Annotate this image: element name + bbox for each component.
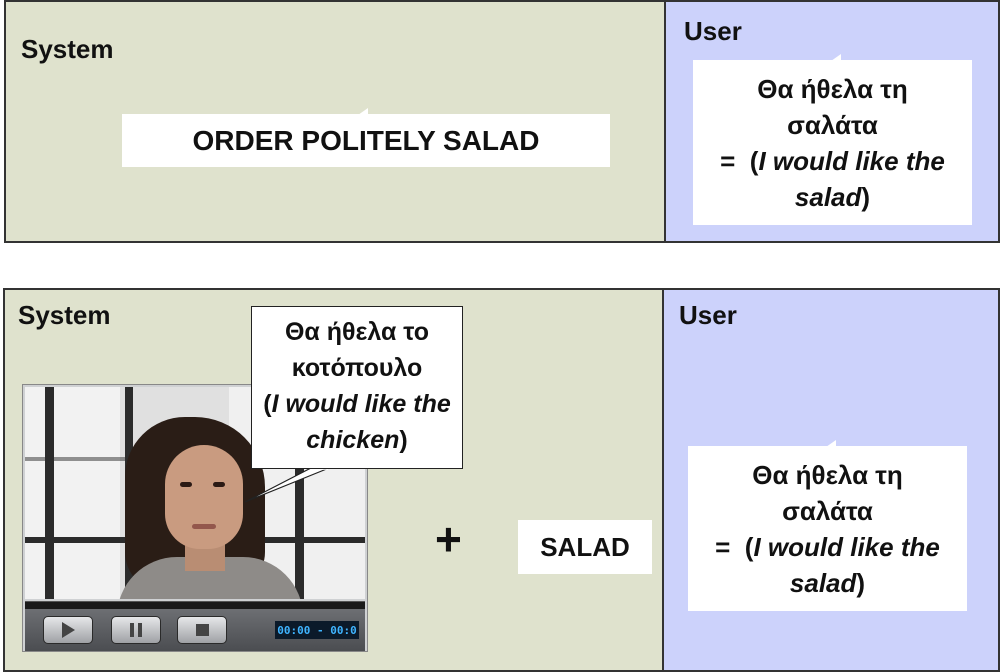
open-paren: ( [744, 531, 754, 562]
user-translation: I would like the salad [753, 531, 940, 598]
stop-button[interactable] [177, 616, 227, 644]
pause-button[interactable] [111, 616, 161, 644]
system-heading: System [18, 300, 111, 330]
stop-icon [195, 624, 209, 636]
close-paren: ) [861, 181, 871, 212]
speech-bubble: Θα ήθελα το κοτόπουλο (I would like the … [251, 306, 463, 469]
speech-translation: I would like the chicken [271, 390, 451, 454]
user-greek-text: Θα ήθελα τη σαλάτα [752, 459, 903, 526]
system-heading: System [21, 34, 114, 64]
user-translation: I would like the salad [758, 145, 945, 212]
close-paren: ) [856, 567, 866, 598]
system-section: System ORDER POLITELY SALAD [6, 2, 666, 241]
equals-sign: = [715, 531, 731, 562]
speech-greek-text: Θα ήθελα το κοτόπουλο [284, 318, 430, 382]
equals-sign: = [720, 145, 736, 176]
user-greek-text: Θα ήθελα τη σαλάτα [757, 73, 908, 140]
top-panel: System ORDER POLITELY SALAD User Θα ήθελ… [4, 0, 1000, 243]
user-utterance-box: Θα ήθελα τη σαλάτα = (I would like the s… [688, 440, 967, 611]
bottom-panel: System [3, 288, 1000, 672]
system-command-text: ORDER POLITELY SALAD [192, 124, 540, 156]
open-paren: ( [263, 390, 272, 418]
plus-sign: + [435, 513, 462, 565]
user-utterance-box: Θα ήθελα τη σαλάτα = (I would like the s… [693, 54, 972, 225]
system-command-box: ORDER POLITELY SALAD [122, 108, 610, 167]
user-heading: User [679, 300, 737, 330]
salad-cue-text: SALAD [540, 531, 630, 562]
progress-bar[interactable] [25, 601, 365, 609]
user-heading: User [684, 16, 742, 46]
player-controls: 00:00 - 00:0 [25, 609, 365, 651]
play-icon [61, 622, 75, 638]
system-section: System [5, 290, 664, 670]
open-paren: ( [749, 145, 759, 176]
time-display: 00:00 - 00:0 [275, 621, 359, 639]
play-button[interactable] [43, 616, 93, 644]
pause-icon [130, 623, 142, 637]
user-section: User Θα ήθελα τη σαλάτα = (I would like … [666, 2, 998, 241]
salad-cue-box: SALAD [518, 520, 652, 574]
user-section: User Θα ήθελα τη σαλάτα = (I would like … [664, 290, 998, 670]
close-paren: ) [399, 426, 408, 454]
